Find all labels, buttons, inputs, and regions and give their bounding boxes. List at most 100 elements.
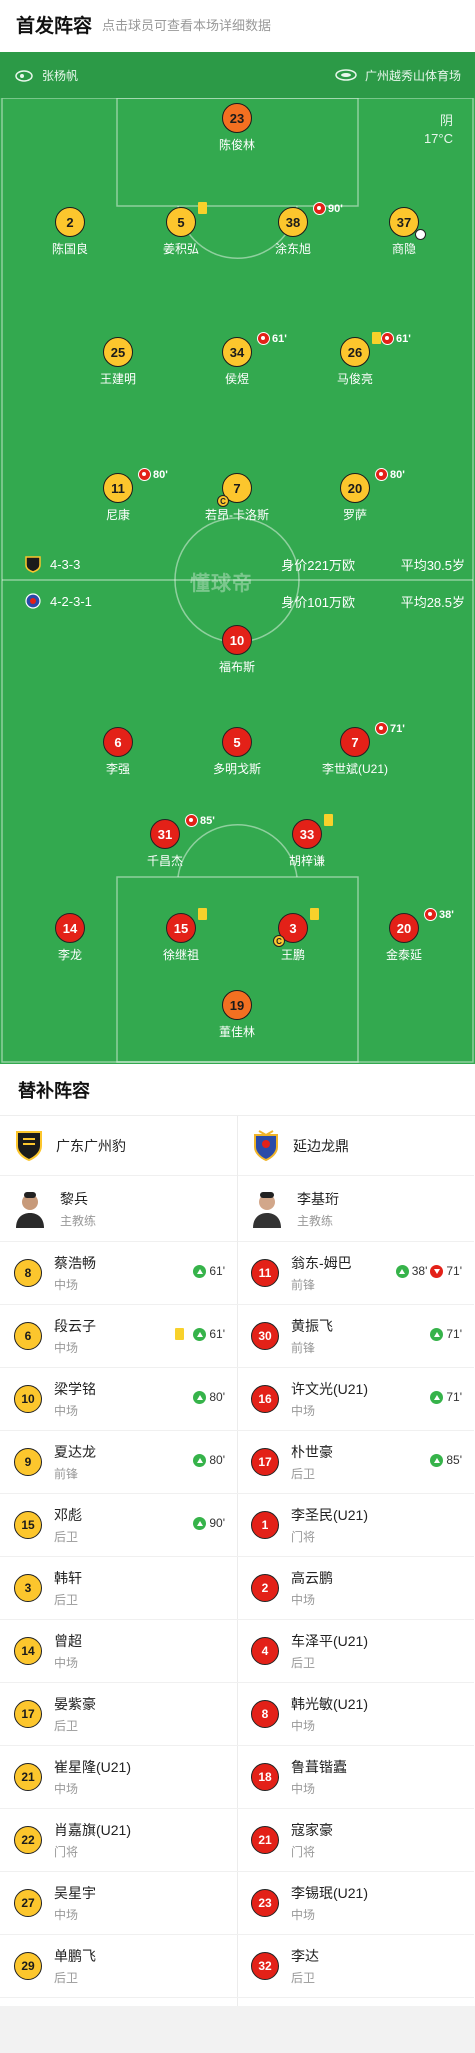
substitution-icon [381,332,394,345]
substitution-icon [185,814,198,827]
substitution-marker: 38' [424,908,454,921]
substitute-number: 8 [251,1700,279,1728]
footer-spacer [0,2006,475,2053]
substitute-position: 后卫 [291,1656,316,1670]
event-minute: 38' [411,1264,428,1278]
event-minute: 71' [446,1327,462,1341]
substitute-row[interactable]: 23 李锡珉(U21)中场 [237,1872,474,1935]
substitute-number: 17 [14,1700,42,1728]
stadium-icon [335,69,357,81]
column-divider [237,1116,238,2016]
substitution-icon [313,202,326,215]
substitute-number: 27 [14,1889,42,1917]
substitute-events: 71' [430,1327,462,1341]
player-number: 38 [285,214,301,230]
player-number: 23 [229,110,245,126]
lineup-header: 首发阵容 点击球员可查看本场详细数据 [0,0,475,48]
substitution-icon [424,908,437,921]
substitute-number: 17 [251,1448,279,1476]
referee-name: 张杨帆 [42,68,79,83]
player-number-badge: 33 [292,814,333,849]
substitution-icon [138,468,151,481]
substitute-info: 黄振飞前锋 [291,1316,333,1356]
substitute-name: 许文光(U21) [291,1381,369,1397]
substitute-name: 蔡浩畅 [54,1255,96,1271]
player-number: 7 [233,480,241,496]
substitute-info: 朴世豪后卫 [291,1442,333,1482]
page-subtitle: 点击球员可查看本场详细数据 [102,17,272,33]
pitch-lines [1,97,474,1063]
substitution-minute: 61' [272,332,287,345]
substitute-events: 80' [193,1453,225,1467]
substitute-number: 23 [251,1889,279,1917]
away-team-header[interactable]: 延边龙鼎 [237,1116,474,1176]
player-name: 王建明 [99,372,136,386]
player-number: 34 [229,344,245,360]
substitute-row[interactable]: 30 黄振飞前锋 71' [237,1305,474,1368]
substitution-marker: 61' [381,332,411,345]
goal-ball-icon [415,229,426,240]
player-number: 6 [114,734,122,750]
away-coach[interactable]: 李基珩主教练 [237,1176,474,1242]
substitute-info: 崔星隆(U21)中场 [54,1757,131,1797]
match-info-bar: 张杨帆 广州越秀山体育场 [0,52,475,98]
captain-icon: C [273,935,285,947]
away-avg-age: 平均28.5岁 [400,594,465,610]
substitute-events: 61' [193,1264,225,1278]
sub-in-icon [193,1453,207,1467]
home-coach[interactable]: 黎兵主教练 [0,1176,237,1242]
substitute-position: 中场 [291,1908,316,1922]
event-minute: 61' [209,1327,225,1341]
substitute-info: 李锡珉(U21)中场 [291,1883,368,1923]
substitute-number: 30 [251,1322,279,1350]
home-team-header[interactable]: 广东广州豹 [0,1116,237,1176]
